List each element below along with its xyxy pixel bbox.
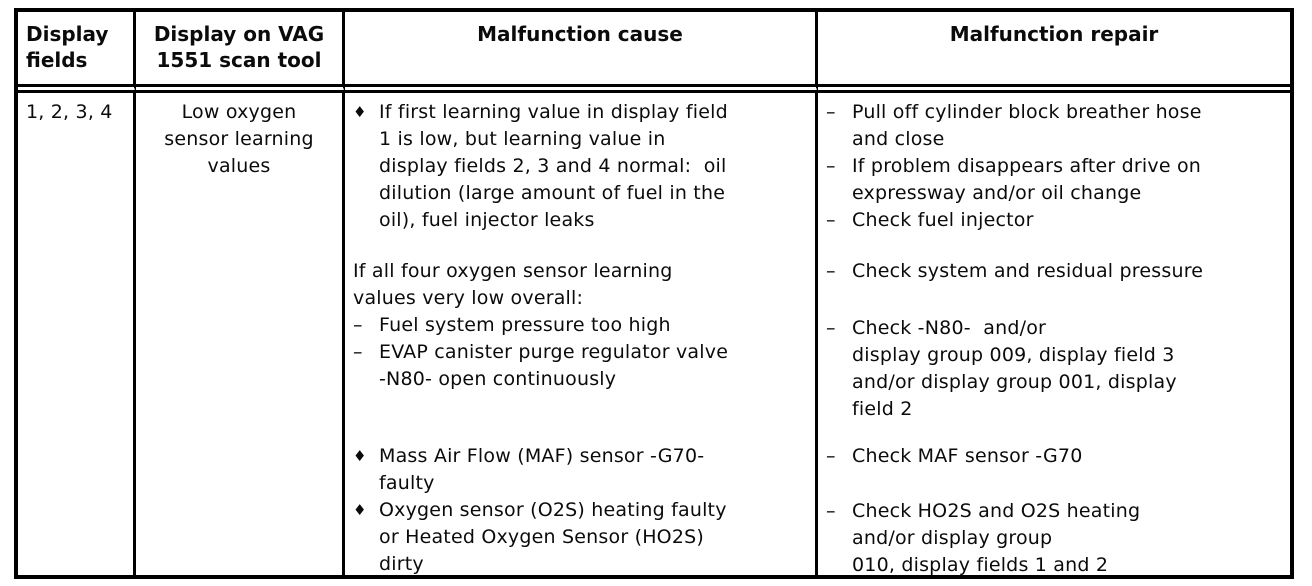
dash-bullet-icon: – <box>826 101 836 123</box>
cause-item: – EVAP canister purge regulator valve -N… <box>345 339 813 393</box>
repair-item-text: Check -N80- and/or display group 009, di… <box>852 317 1177 420</box>
repair-item-text: Check HO2S and O2S heating and/or displa… <box>852 500 1141 576</box>
repair-section-breather: – Pull off cylinder block breather hose … <box>818 99 1288 234</box>
repair-item-text: If problem disappears after drive on exp… <box>852 155 1202 204</box>
cell-display-fields: 1, 2, 3, 4 <box>18 93 136 575</box>
cause-item-text: Oxygen sensor (O2S) heating faulty or He… <box>379 499 727 575</box>
dash-bullet-icon: – <box>353 314 363 336</box>
cause-item: ♦ Mass Air Flow (MAF) sensor -G70- fault… <box>345 443 813 497</box>
cause-item-text: EVAP canister purge regulator valve -N80… <box>379 341 729 390</box>
dash-bullet-icon: – <box>826 260 836 282</box>
cell-malfunction-repair: – Pull off cylinder block breather hose … <box>818 93 1290 576</box>
cause-section-sensors: ♦ Mass Air Flow (MAF) sensor -G70- fault… <box>345 443 813 578</box>
dash-bullet-icon: – <box>826 155 836 177</box>
repair-item: – Check MAF sensor -G70 <box>818 443 1288 470</box>
repair-item: – Check fuel injector <box>818 207 1288 234</box>
column-header-scan-tool: Display on VAG 1551 scan tool <box>136 12 345 93</box>
cause-item: ♦ If first learning value in display fie… <box>345 99 813 234</box>
diamond-bullet-icon: ♦ <box>353 447 367 465</box>
cause-section-low-overall: If all four oxygen sensor learning value… <box>345 258 813 393</box>
repair-item: – Check HO2S and O2S heating and/or disp… <box>818 498 1288 579</box>
repair-section-maf: – Check MAF sensor -G70 <box>818 443 1288 470</box>
repair-section-pressure: – Check system and residual pressure <box>818 258 1288 285</box>
repair-item-text: Check fuel injector <box>852 209 1034 231</box>
dash-bullet-icon: – <box>353 341 363 363</box>
dash-bullet-icon: – <box>826 500 836 522</box>
cause-item-text: Fuel system pressure too high <box>379 314 671 336</box>
cause-section-oil-dilution: ♦ If first learning value in display fie… <box>345 99 813 234</box>
column-header-malfunction-repair: Malfunction repair <box>818 12 1290 93</box>
cause-item: – Fuel system pressure too high <box>345 312 813 339</box>
repair-item: – If problem disappears after drive on e… <box>818 153 1288 207</box>
repair-section-ho2s: – Check HO2S and O2S heating and/or disp… <box>818 498 1288 579</box>
cause-item: If all four oxygen sensor learning value… <box>345 258 813 312</box>
malfunction-table: Display fields Display on VAG 1551 scan … <box>14 8 1294 579</box>
repair-item: – Pull off cylinder block breather hose … <box>818 99 1288 153</box>
dash-bullet-icon: – <box>826 445 836 467</box>
diamond-bullet-icon: ♦ <box>353 103 367 121</box>
column-header-display-fields: Display fields <box>18 12 136 93</box>
repair-item-text: Check system and residual pressure <box>852 260 1204 282</box>
dash-bullet-icon: – <box>826 317 836 339</box>
cell-scan-tool-display: Low oxygen sensor learning values <box>136 93 345 575</box>
dash-bullet-icon: – <box>826 209 836 231</box>
repair-item-text: Check MAF sensor -G70 <box>852 445 1083 467</box>
cause-item-text: If first learning value in display field… <box>379 101 728 231</box>
cause-item: ♦ Oxygen sensor (O2S) heating faulty or … <box>345 497 813 578</box>
repair-item: – Check -N80- and/or display group 009, … <box>818 315 1288 423</box>
scan-tool-display-value: Low oxygen sensor learning values <box>164 101 314 177</box>
cause-item-text: If all four oxygen sensor learning value… <box>353 260 673 309</box>
cell-malfunction-cause: ♦ If first learning value in display fie… <box>345 93 818 575</box>
cause-item-text: Mass Air Flow (MAF) sensor -G70- faulty <box>379 445 705 494</box>
repair-item-text: Pull off cylinder block breather hose an… <box>852 101 1202 150</box>
display-fields-value: 1, 2, 3, 4 <box>26 101 113 123</box>
column-header-malfunction-cause: Malfunction cause <box>345 12 818 93</box>
repair-section-n80: – Check -N80- and/or display group 009, … <box>818 315 1288 423</box>
diamond-bullet-icon: ♦ <box>353 501 367 519</box>
repair-item: – Check system and residual pressure <box>818 258 1288 285</box>
